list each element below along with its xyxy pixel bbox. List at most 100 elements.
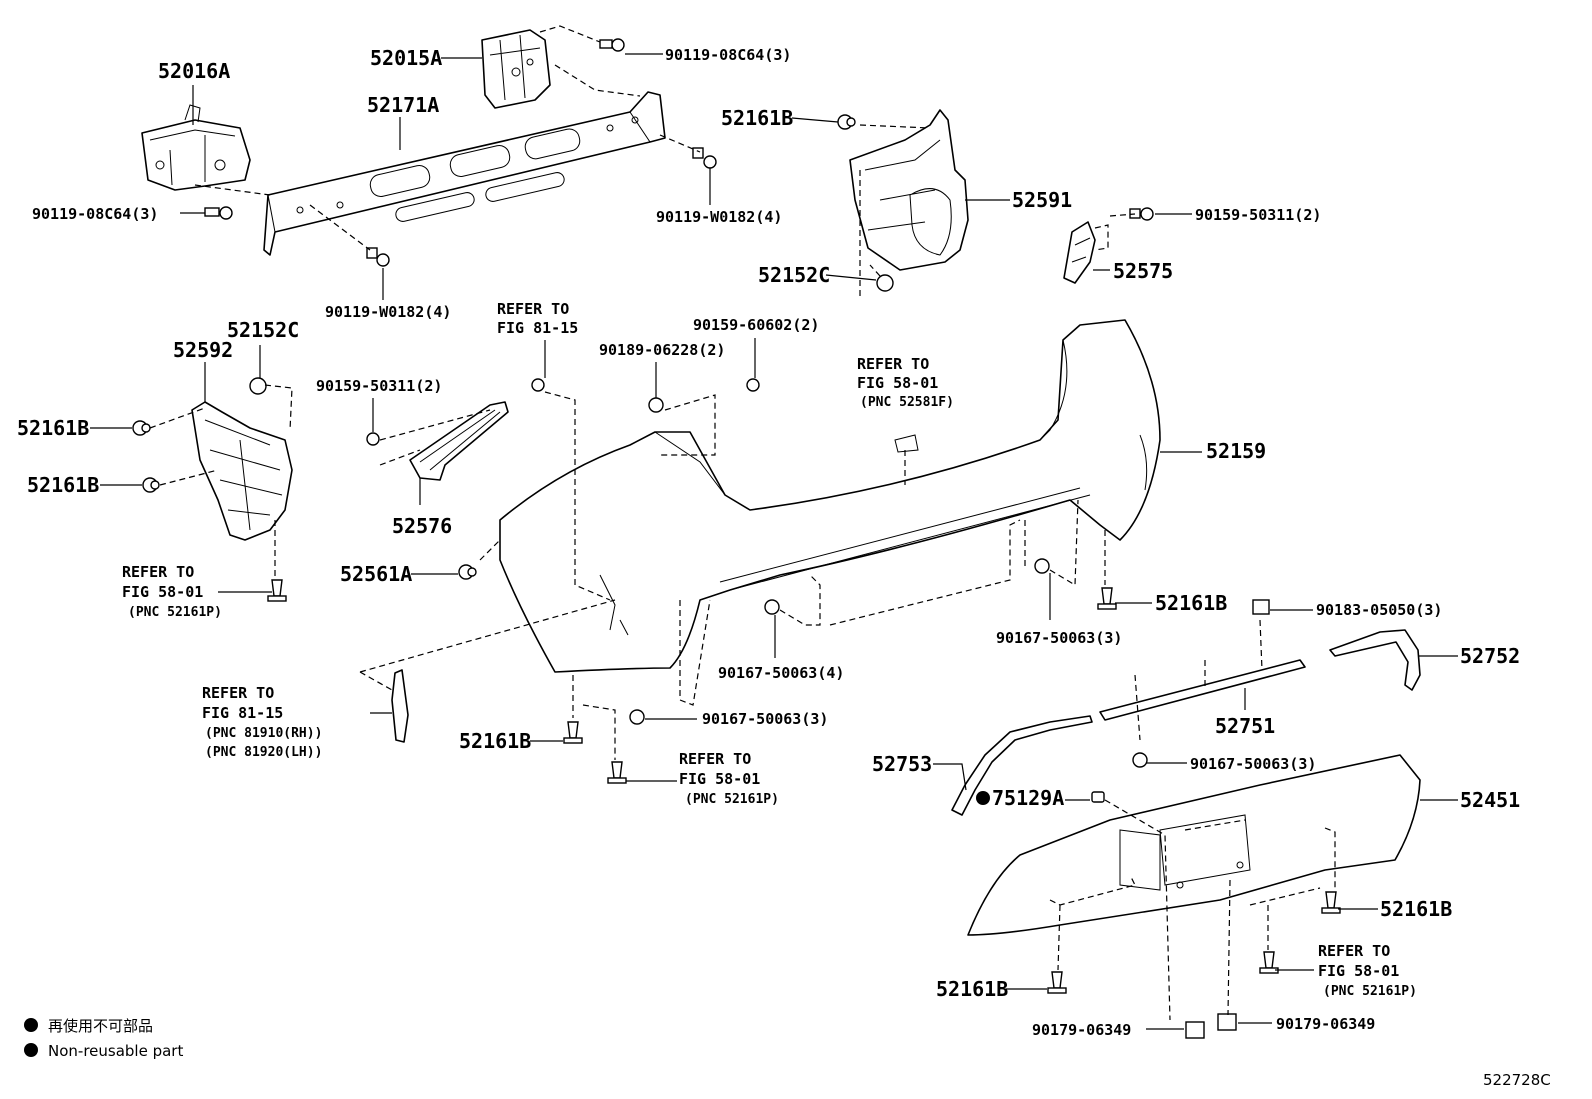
label-90189-06228: 90189-06228(2) xyxy=(599,341,725,359)
assembly-dashed-lines xyxy=(149,25,1336,1021)
lower-cover-52451 xyxy=(967,754,1421,936)
clip-icon xyxy=(142,477,160,493)
bracket-52015A xyxy=(481,29,551,109)
label-refer-81-15-top-2: FIG 81-15 xyxy=(497,319,578,337)
legend-bullet-icon xyxy=(24,1018,38,1032)
fasteners xyxy=(132,38,1341,1039)
nut-clip-icon xyxy=(1217,1013,1237,1031)
label-refer-58-01-center-3: (PNC 52161P) xyxy=(685,792,779,807)
label-90119-W0182-right: 90119-W0182(4) xyxy=(656,208,782,226)
label-52752: 52752 xyxy=(1460,644,1520,668)
label-52161B-left2: 52161B xyxy=(27,473,99,497)
label-90179-06349-right: 90179-06349 xyxy=(1276,1015,1375,1033)
label-52751: 52751 xyxy=(1215,714,1275,738)
label-refer-58-01-center-2: FIG 58-01 xyxy=(679,770,760,788)
push-clip-icon xyxy=(607,761,627,784)
label-75129A: 75129A xyxy=(992,786,1064,810)
callout-labels: 52016A 52015A 90119-08C64(3) 52171A 9011… xyxy=(17,46,1520,1039)
clip-icon xyxy=(132,420,151,436)
bracket-52575 xyxy=(1063,221,1096,284)
label-90167-50063-c: 90167-50063(3) xyxy=(1190,755,1316,773)
label-52591: 52591 xyxy=(1012,188,1072,212)
label-90159-50311-left: 90159-50311(2) xyxy=(316,377,442,395)
label-52152C-left: 52152C xyxy=(227,318,299,342)
reinforcement-bar-52171A xyxy=(263,91,666,256)
label-52161B-top: 52161B xyxy=(721,106,793,130)
nut-clip-icon xyxy=(1252,599,1270,615)
label-52753: 52753 xyxy=(872,752,932,776)
label-52451: 52451 xyxy=(1460,788,1520,812)
grommet-icon xyxy=(1091,791,1105,803)
label-refer-58-01-right-3: (PNC 52161P) xyxy=(1323,984,1417,999)
push-clip-icon xyxy=(267,579,287,602)
label-52561A: 52561A xyxy=(340,562,412,586)
nut-clip-icon xyxy=(1185,1021,1205,1039)
push-clip-icon xyxy=(1097,587,1117,610)
label-52159: 52159 xyxy=(1206,439,1266,463)
label-52161B-right-low: 52161B xyxy=(1380,897,1452,921)
push-clip-icon xyxy=(563,721,583,744)
label-refer-58-01-top-1: REFER TO xyxy=(857,355,929,373)
bolt-icon xyxy=(692,147,717,169)
label-52161B-bottom: 52161B xyxy=(936,977,1008,1001)
label-refer-81-15-bottom-4: (PNC 81920(LH)) xyxy=(205,745,322,760)
bracket-52016A xyxy=(141,104,251,191)
label-90119-08C64-top: 90119-08C64(3) xyxy=(665,46,791,64)
label-90183-05050: 90183-05050(3) xyxy=(1316,601,1442,619)
diagram-code: 522728C xyxy=(1483,1071,1551,1089)
screw-icon xyxy=(629,709,645,725)
bolt-icon xyxy=(1129,207,1154,221)
side-retainer-52591 xyxy=(849,109,969,271)
label-refer-81-15-bottom-1: REFER TO xyxy=(202,684,274,702)
label-52161B-bottom-left: 52161B xyxy=(459,729,531,753)
non-reusable-bullet-icon xyxy=(976,791,990,805)
screw-icon xyxy=(1132,752,1148,768)
label-refer-81-15-bottom-2: FIG 81-15 xyxy=(202,704,283,722)
legend-text-jp: 再使用不可部品 xyxy=(48,1017,153,1035)
clip-icon xyxy=(837,114,856,130)
label-90159-60602: 90159-60602(2) xyxy=(693,316,819,334)
molding-52753 xyxy=(951,715,1093,816)
bolt-icon xyxy=(204,206,233,220)
label-90167-50063-d: 90167-50063(3) xyxy=(702,710,828,728)
screw-icon xyxy=(648,397,664,413)
label-refer-58-01-top-2: FIG 58-01 xyxy=(857,374,938,392)
molding-52751 xyxy=(1099,659,1306,721)
label-52161B-left1: 52161B xyxy=(17,416,89,440)
label-52161B-mid: 52161B xyxy=(1155,591,1227,615)
label-refer-58-01-right-2: FIG 58-01 xyxy=(1318,962,1399,980)
nut-icon xyxy=(876,274,894,292)
side-retainer-52592 xyxy=(191,401,293,541)
leader-lines xyxy=(90,53,1458,1030)
screw-icon xyxy=(1034,558,1050,574)
bolt-icon xyxy=(746,378,760,392)
bolt-icon xyxy=(531,378,545,392)
screw-icon xyxy=(764,599,780,615)
label-refer-58-01-left-1: REFER TO xyxy=(122,563,194,581)
label-90179-06349-left: 90179-06349 xyxy=(1032,1021,1131,1039)
push-clip-icon xyxy=(1047,971,1067,994)
bracket-52576 xyxy=(409,401,509,481)
legend: 再使用不可部品 Non-reusable part xyxy=(24,1017,183,1060)
legend-text-en: Non-reusable part xyxy=(48,1042,183,1060)
nut-icon xyxy=(249,377,267,395)
label-refer-58-01-left-2: FIG 58-01 xyxy=(122,583,203,601)
label-refer-81-15-bottom-3: (PNC 81910(RH)) xyxy=(205,726,322,741)
label-52592: 52592 xyxy=(173,338,233,362)
label-52016A: 52016A xyxy=(158,59,230,83)
clip-icon xyxy=(458,564,477,580)
bolt-icon xyxy=(366,247,390,267)
label-52576: 52576 xyxy=(392,514,452,538)
label-52171A: 52171A xyxy=(367,93,439,117)
label-52015A: 52015A xyxy=(370,46,442,70)
molding-52752 xyxy=(1329,629,1421,691)
legend-bullet-icon xyxy=(24,1043,38,1057)
label-refer-58-01-right-1: REFER TO xyxy=(1318,942,1390,960)
label-90167-50063-b: 90167-50063(4) xyxy=(718,664,844,682)
label-90159-50311-right: 90159-50311(2) xyxy=(1195,206,1321,224)
bolt-icon xyxy=(599,38,625,52)
label-refer-81-15-top-1: REFER TO xyxy=(497,300,569,318)
label-90167-50063-a: 90167-50063(3) xyxy=(996,629,1122,647)
